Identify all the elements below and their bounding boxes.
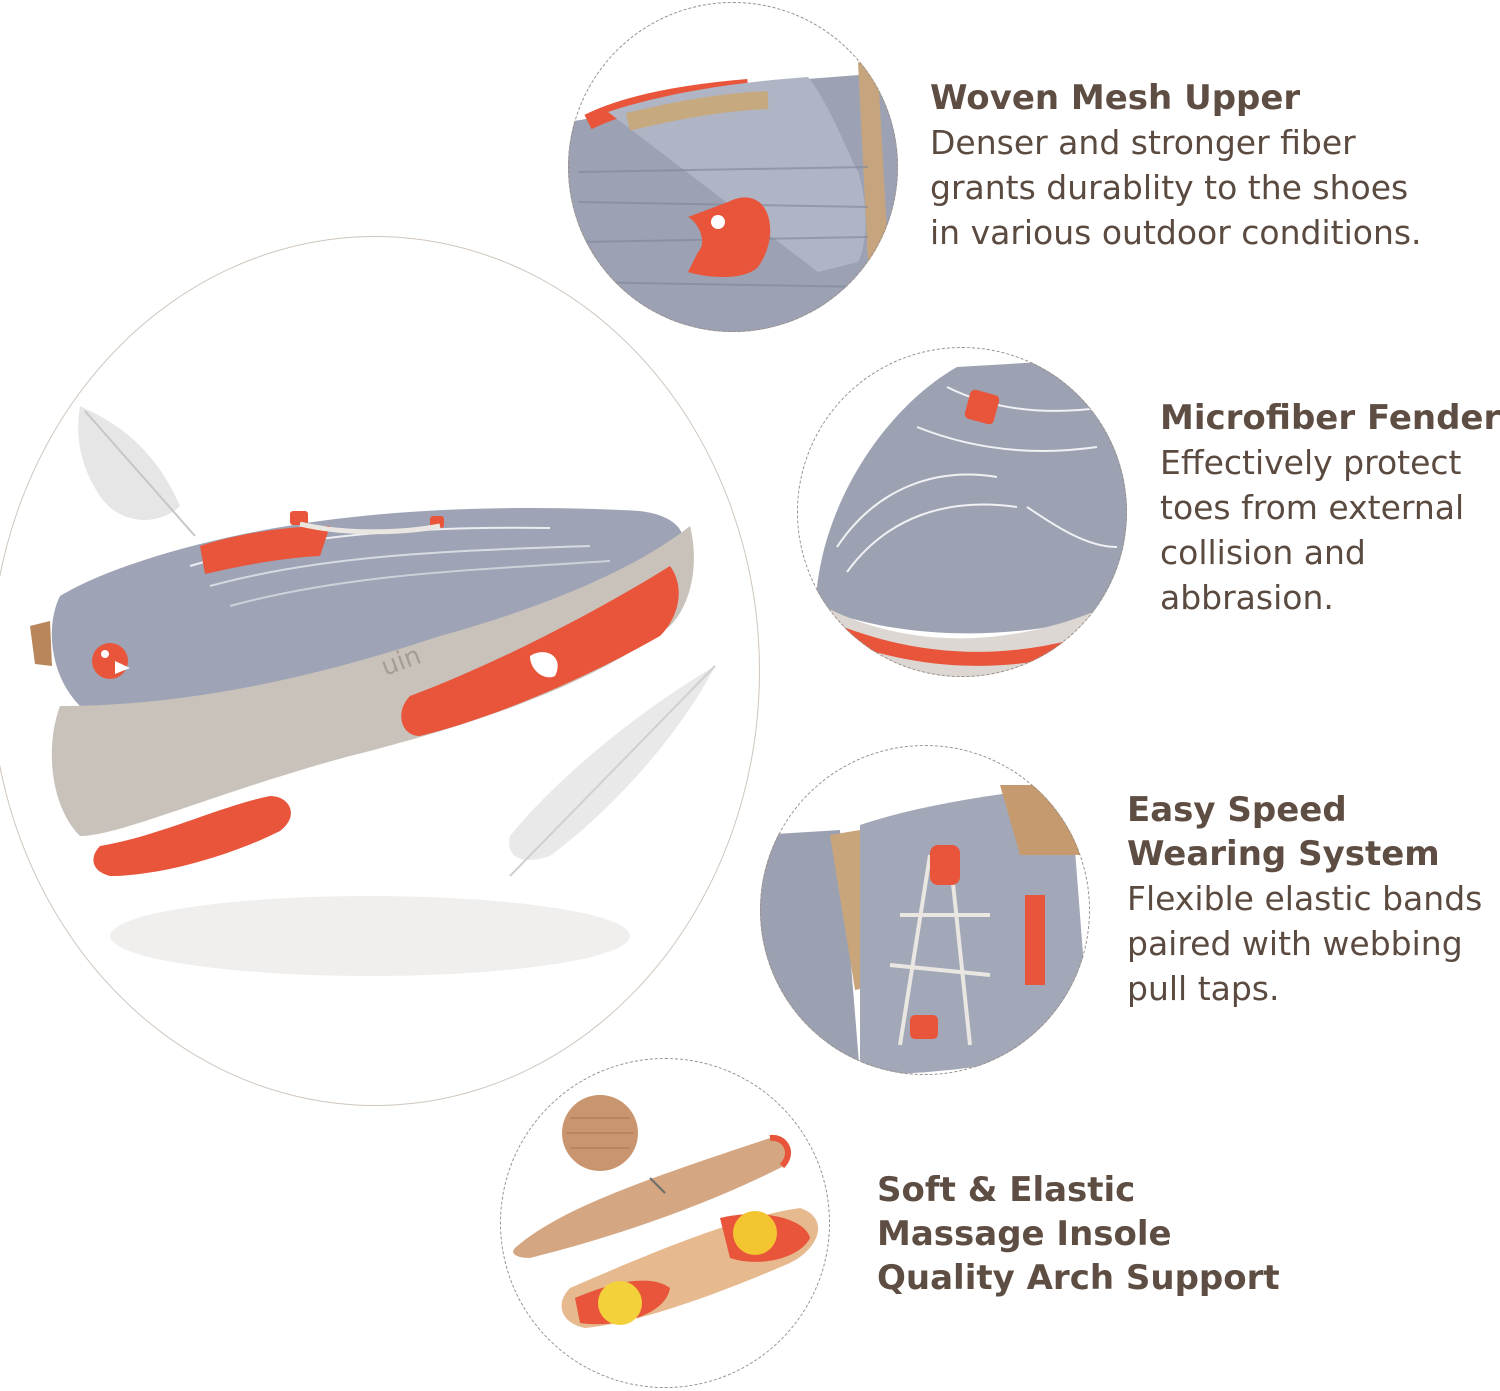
feature-description: Effectively protect toes from external c… — [1160, 443, 1465, 617]
feature-circle-mesh — [568, 2, 898, 332]
mesh-upper-closeup — [568, 2, 898, 332]
feature-insole-text: Soft & Elastic Massage Insole Quality Ar… — [877, 1168, 1280, 1300]
feature-description: Flexible elastic bands paired with webbi… — [1127, 879, 1483, 1008]
insole-closeup — [500, 1058, 830, 1388]
feature-title: Microfiber Fenders — [1160, 398, 1500, 438]
logo-mark-icon — [688, 197, 771, 277]
feature-title: Soft & Elastic Massage Insole Quality Ar… — [877, 1170, 1280, 1298]
feature-circle-fenders — [797, 347, 1127, 677]
feature-description: Denser and stronger fiber grants durabli… — [930, 123, 1422, 252]
hero-shoe-illustration: uin — [0, 236, 760, 1106]
feather-icon — [509, 665, 716, 877]
feature-speed-text: Easy Speed Wearing System Flexible elast… — [1127, 788, 1482, 1011]
feature-circle-insole — [500, 1058, 830, 1388]
feature-mesh-text: Woven Mesh Upper Denser and stronger fib… — [930, 76, 1422, 255]
feature-title: Woven Mesh Upper — [930, 78, 1301, 118]
logo-mark-icon — [92, 643, 130, 679]
feature-circle-speed — [760, 745, 1090, 1075]
feature-title: Easy Speed Wearing System — [1127, 790, 1440, 874]
hero-shoe-circle: uin — [0, 236, 760, 1106]
speed-lace-closeup — [760, 745, 1090, 1075]
feature-fenders-text: Microfiber Fenders Effectively protect t… — [1160, 396, 1500, 620]
feather-icon — [78, 406, 196, 537]
fender-closeup — [797, 347, 1127, 677]
